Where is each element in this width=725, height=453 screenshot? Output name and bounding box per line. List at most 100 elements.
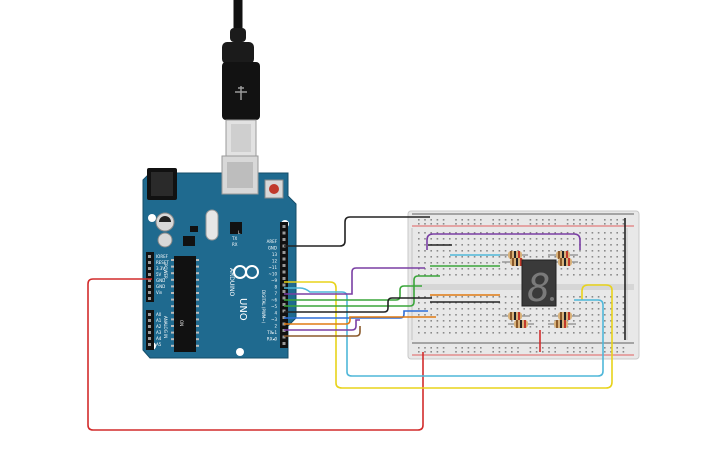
terminal-hole[interactable] — [535, 326, 538, 328]
terminal-hole[interactable] — [566, 320, 569, 322]
rail-hole[interactable] — [467, 219, 470, 221]
terminal-hole[interactable] — [449, 274, 451, 276]
terminal-hole[interactable] — [597, 308, 600, 310]
terminal-hole[interactable] — [604, 244, 606, 246]
rail-hole[interactable] — [542, 223, 544, 225]
terminal-hole[interactable] — [430, 320, 432, 322]
rail-hole[interactable] — [498, 347, 501, 349]
terminal-hole[interactable] — [436, 308, 439, 310]
rail-hole[interactable] — [585, 219, 587, 221]
wire-gnd-black[interactable] — [284, 216, 430, 247]
terminal-hole[interactable] — [449, 326, 451, 328]
terminal-hole[interactable] — [473, 326, 476, 328]
terminal-hole[interactable] — [610, 232, 612, 234]
rail-hole[interactable] — [535, 219, 538, 221]
terminal-hole[interactable] — [498, 244, 501, 246]
terminal-hole[interactable] — [424, 320, 426, 322]
terminal-hole[interactable] — [492, 250, 494, 252]
terminal-hole[interactable] — [511, 238, 513, 240]
terminal-hole[interactable] — [504, 256, 507, 258]
terminal-hole[interactable] — [436, 238, 439, 240]
analog-pin[interactable] — [148, 325, 151, 328]
analog-pin[interactable] — [148, 313, 151, 316]
resistor-7[interactable] — [552, 312, 580, 320]
terminal-hole[interactable] — [436, 326, 439, 328]
terminal-hole[interactable] — [597, 238, 600, 240]
terminal-hole[interactable] — [498, 262, 501, 264]
rail-hole[interactable] — [436, 347, 439, 349]
terminal-hole[interactable] — [573, 250, 575, 252]
terminal-hole[interactable] — [604, 238, 606, 240]
rail-hole[interactable] — [511, 347, 513, 349]
terminal-hole[interactable] — [473, 268, 476, 270]
terminal-hole[interactable] — [467, 232, 470, 234]
terminal-hole[interactable] — [579, 250, 581, 252]
terminal-hole[interactable] — [504, 308, 507, 310]
terminal-hole[interactable] — [436, 320, 439, 322]
terminal-hole[interactable] — [597, 332, 600, 334]
terminal-hole[interactable] — [424, 296, 426, 298]
terminal-hole[interactable] — [604, 308, 606, 310]
terminal-hole[interactable] — [597, 326, 600, 328]
terminal-hole[interactable] — [418, 274, 420, 276]
terminal-hole[interactable] — [591, 308, 594, 310]
power-pin[interactable] — [148, 267, 151, 270]
terminal-hole[interactable] — [480, 332, 482, 334]
terminal-hole[interactable] — [436, 256, 439, 258]
terminal-hole[interactable] — [461, 238, 463, 240]
rail-hole[interactable] — [529, 347, 532, 349]
terminal-hole[interactable] — [442, 232, 445, 234]
rail-hole[interactable] — [480, 347, 482, 349]
terminal-hole[interactable] — [622, 268, 625, 270]
terminal-hole[interactable] — [573, 326, 575, 328]
terminal-hole[interactable] — [517, 268, 519, 270]
rail-hole[interactable] — [622, 351, 625, 353]
terminal-hole[interactable] — [579, 308, 581, 310]
terminal-hole[interactable] — [616, 232, 618, 234]
analog-pin[interactable] — [148, 343, 151, 346]
terminal-hole[interactable] — [455, 232, 457, 234]
terminal-hole[interactable] — [480, 250, 482, 252]
terminal-hole[interactable] — [498, 232, 501, 234]
terminal-hole[interactable] — [461, 232, 463, 234]
terminal-hole[interactable] — [455, 332, 457, 334]
terminal-hole[interactable] — [511, 320, 513, 322]
terminal-hole[interactable] — [418, 302, 420, 304]
terminal-hole[interactable] — [461, 332, 463, 334]
terminal-hole[interactable] — [492, 326, 494, 328]
terminal-hole[interactable] — [455, 244, 457, 246]
terminal-hole[interactable] — [461, 268, 463, 270]
terminal-hole[interactable] — [560, 274, 563, 276]
terminal-hole[interactable] — [461, 256, 463, 258]
rail-hole[interactable] — [566, 351, 569, 353]
terminal-hole[interactable] — [573, 244, 575, 246]
terminal-hole[interactable] — [473, 250, 476, 252]
terminal-hole[interactable] — [535, 250, 538, 252]
terminal-hole[interactable] — [418, 308, 420, 310]
analog-pin[interactable] — [148, 337, 151, 340]
terminal-hole[interactable] — [573, 308, 575, 310]
digital-pin[interactable] — [282, 264, 286, 267]
digital-pin[interactable] — [282, 231, 286, 235]
digital-pin[interactable] — [282, 238, 286, 241]
terminal-hole[interactable] — [591, 268, 594, 270]
terminal-hole[interactable] — [424, 256, 426, 258]
terminal-hole[interactable] — [542, 232, 544, 234]
rail-hole[interactable] — [517, 347, 519, 349]
terminal-hole[interactable] — [498, 250, 501, 252]
terminal-hole[interactable] — [573, 232, 575, 234]
rail-hole[interactable] — [554, 351, 556, 353]
terminal-hole[interactable] — [554, 250, 556, 252]
terminal-hole[interactable] — [430, 256, 432, 258]
terminal-hole[interactable] — [480, 326, 482, 328]
terminal-hole[interactable] — [455, 262, 457, 264]
terminal-hole[interactable] — [430, 332, 432, 334]
terminal-hole[interactable] — [455, 250, 457, 252]
terminal-hole[interactable] — [442, 320, 445, 322]
terminal-hole[interactable] — [597, 232, 600, 234]
rail-hole[interactable] — [455, 351, 457, 353]
rail-hole[interactable] — [418, 223, 420, 225]
terminal-hole[interactable] — [597, 244, 600, 246]
terminal-hole[interactable] — [622, 256, 625, 258]
terminal-hole[interactable] — [449, 296, 451, 298]
